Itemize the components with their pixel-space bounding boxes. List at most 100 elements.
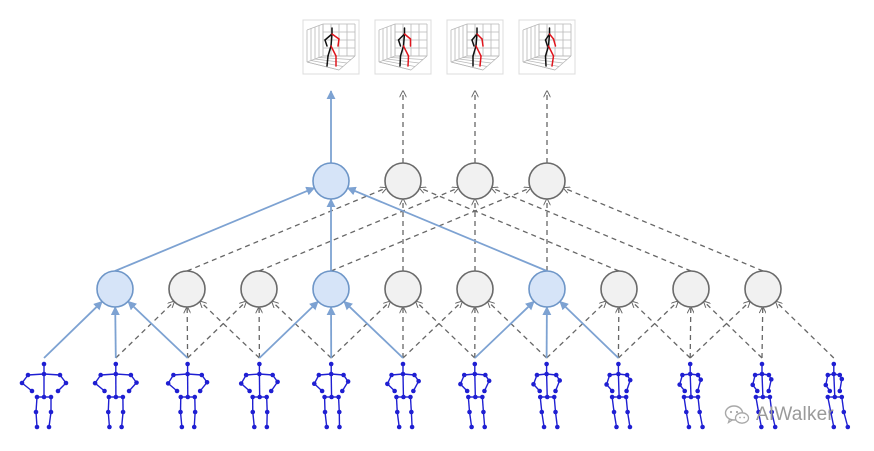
input-skeleton bbox=[165, 361, 210, 430]
skeleton-joint bbox=[270, 372, 275, 378]
hidden-node-layer1 bbox=[384, 270, 422, 308]
pose-box-grid bbox=[534, 57, 568, 60]
skeleton-bone bbox=[755, 396, 760, 413]
skeleton-bone bbox=[265, 396, 268, 413]
skeleton-joint bbox=[396, 424, 402, 430]
skeleton-joint bbox=[753, 394, 759, 400]
skeleton-joint bbox=[113, 371, 119, 377]
skeleton-joint bbox=[257, 361, 262, 367]
pose-box-grid bbox=[378, 61, 412, 71]
pose-bone bbox=[481, 38, 484, 47]
edge-h1-to-h2 bbox=[330, 188, 530, 272]
pose-bone bbox=[471, 39, 475, 47]
edge-input-to-h1 bbox=[110, 306, 120, 359]
input-skeleton bbox=[458, 361, 492, 430]
skeleton-joint bbox=[553, 372, 559, 378]
skeleton-joint bbox=[341, 372, 346, 378]
skeleton-joint bbox=[467, 409, 472, 415]
skeleton-joint bbox=[119, 424, 124, 430]
skeleton-joint bbox=[19, 380, 25, 386]
skeleton-joint bbox=[458, 381, 463, 387]
skeleton-joint bbox=[555, 424, 560, 430]
skeleton-joint bbox=[482, 424, 488, 430]
skeleton-joint bbox=[827, 388, 833, 394]
skeleton-joint bbox=[537, 388, 542, 394]
pose-box-grid bbox=[454, 60, 488, 67]
edge-input-to-h1 bbox=[115, 302, 174, 359]
skeleton-bone bbox=[337, 396, 340, 413]
pose-box-grid bbox=[530, 58, 564, 64]
skeleton-joint bbox=[185, 394, 191, 400]
skeleton-joint bbox=[841, 409, 847, 415]
skeleton-joint bbox=[832, 394, 838, 400]
edge-input-to-h1 bbox=[546, 301, 606, 359]
skeleton-bone bbox=[841, 396, 845, 413]
pose-box-grid bbox=[314, 58, 348, 64]
skeleton-joint bbox=[831, 371, 837, 377]
pose-bone bbox=[547, 33, 551, 47]
skeleton-joint bbox=[105, 409, 111, 415]
pose-box-grid bbox=[382, 60, 416, 67]
skeleton-bone bbox=[554, 411, 559, 428]
hidden-node-layer2 bbox=[384, 162, 422, 200]
skeleton-bone bbox=[107, 396, 110, 413]
skeleton-joint bbox=[472, 371, 478, 377]
skeleton-joint bbox=[247, 388, 252, 394]
input-skeleton bbox=[19, 361, 69, 430]
skeleton-joint bbox=[609, 388, 615, 394]
skeleton-joint bbox=[607, 372, 612, 378]
skeleton-joint bbox=[238, 381, 244, 386]
pose-bone bbox=[326, 55, 329, 67]
skeleton-joint bbox=[469, 424, 474, 430]
pose-bone bbox=[552, 38, 557, 47]
pose-bone bbox=[548, 33, 555, 40]
pose-box-grid bbox=[462, 57, 496, 60]
skeleton-joint bbox=[192, 409, 198, 415]
skeleton-joint bbox=[553, 388, 558, 394]
input-skeleton bbox=[531, 361, 562, 430]
skeleton-bone bbox=[179, 411, 183, 428]
pose-box-grid bbox=[338, 55, 356, 71]
skeleton-joint bbox=[769, 409, 775, 415]
skeleton-joint bbox=[243, 372, 249, 378]
skeleton-bone bbox=[468, 411, 473, 428]
skeleton-bone bbox=[481, 396, 485, 413]
skeleton-bone bbox=[613, 411, 618, 428]
pose-bone bbox=[547, 45, 555, 57]
skeleton-joint bbox=[624, 388, 629, 394]
skeleton-joint bbox=[165, 381, 171, 386]
pose-bone bbox=[330, 45, 337, 57]
pose-bone bbox=[475, 33, 478, 47]
edge-h1-to-h2 bbox=[114, 186, 316, 272]
skeleton-joint bbox=[695, 394, 701, 400]
pose-bone bbox=[544, 33, 551, 41]
skeleton-joint bbox=[322, 409, 328, 415]
skeleton-joint bbox=[750, 382, 756, 388]
skeleton-joint bbox=[174, 388, 180, 394]
skeleton-joint bbox=[557, 378, 562, 383]
output-3d-pose bbox=[518, 19, 576, 75]
skeleton-joint bbox=[625, 409, 630, 415]
skeleton-joint bbox=[695, 372, 701, 378]
skeleton-joint bbox=[481, 409, 486, 415]
skeleton-joint bbox=[544, 361, 549, 367]
skeleton-bone bbox=[252, 411, 256, 428]
skeleton-bone bbox=[409, 396, 413, 413]
hidden-node-layer1 bbox=[744, 270, 782, 308]
skeleton-joint bbox=[837, 372, 843, 378]
skeleton-joint bbox=[257, 394, 262, 400]
skeleton-bone bbox=[698, 411, 704, 428]
hidden-node-layer1 bbox=[528, 270, 566, 308]
edge-input-to-h1 bbox=[762, 307, 763, 359]
skeleton-joint bbox=[329, 394, 334, 400]
skeleton-joint bbox=[825, 372, 831, 378]
skeleton-joint bbox=[322, 394, 327, 400]
output-3d-pose bbox=[374, 19, 432, 75]
skeleton-joint bbox=[695, 388, 700, 394]
skeleton-bone bbox=[757, 411, 763, 428]
skeleton-joint bbox=[55, 388, 61, 394]
pose-box-grid bbox=[306, 23, 324, 31]
skeleton-joint bbox=[33, 409, 39, 415]
hidden-node-layer1 bbox=[240, 270, 278, 308]
skeleton-joint bbox=[482, 388, 487, 394]
